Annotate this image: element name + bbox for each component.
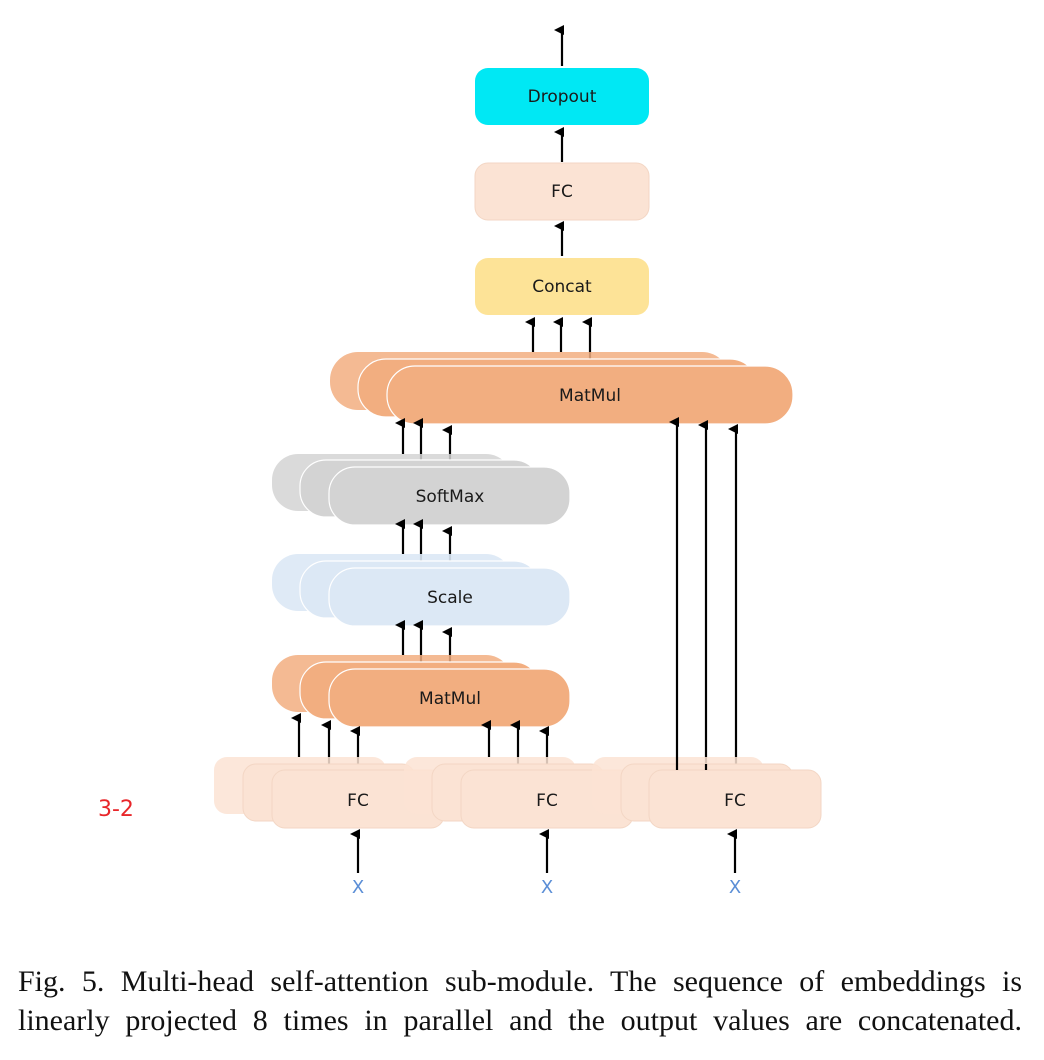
fc-output-label: FC [551,182,573,202]
fc-input-3-label: FC [724,791,746,811]
matmul-bottom-label: MatMul [419,689,481,709]
figure-caption: Fig. 5. Multi-head self-attention sub-mo… [18,965,1022,1037]
concat-box [475,258,649,315]
matmul-bottom-box [328,668,571,728]
matmul-top-box [386,365,794,425]
concat-label: Concat [532,277,592,297]
softmax-label: SoftMax [416,487,485,507]
fc-output-box [474,162,650,221]
fc-input-3-box [648,769,822,829]
fc-input-1-label: FC [347,791,369,811]
scale-label: Scale [427,588,473,608]
matmul-top-label: MatMul [559,386,621,406]
input-x-2: X [541,877,553,898]
attention-diagram: Dropout FC Concat MatMul SoftMax Scale M… [98,25,822,898]
dropout-label: Dropout [528,87,597,107]
dropout-box [475,68,649,125]
side-note: 3-2 [98,797,134,822]
input-x-1: X [352,877,364,898]
diagram-canvas: Dropout FC Concat MatMul SoftMax Scale M… [214,25,822,898]
input-x-3: X [729,877,741,898]
fc-input-2-label: FC [536,791,558,811]
softmax-box [328,466,571,526]
scale-box [328,567,571,627]
